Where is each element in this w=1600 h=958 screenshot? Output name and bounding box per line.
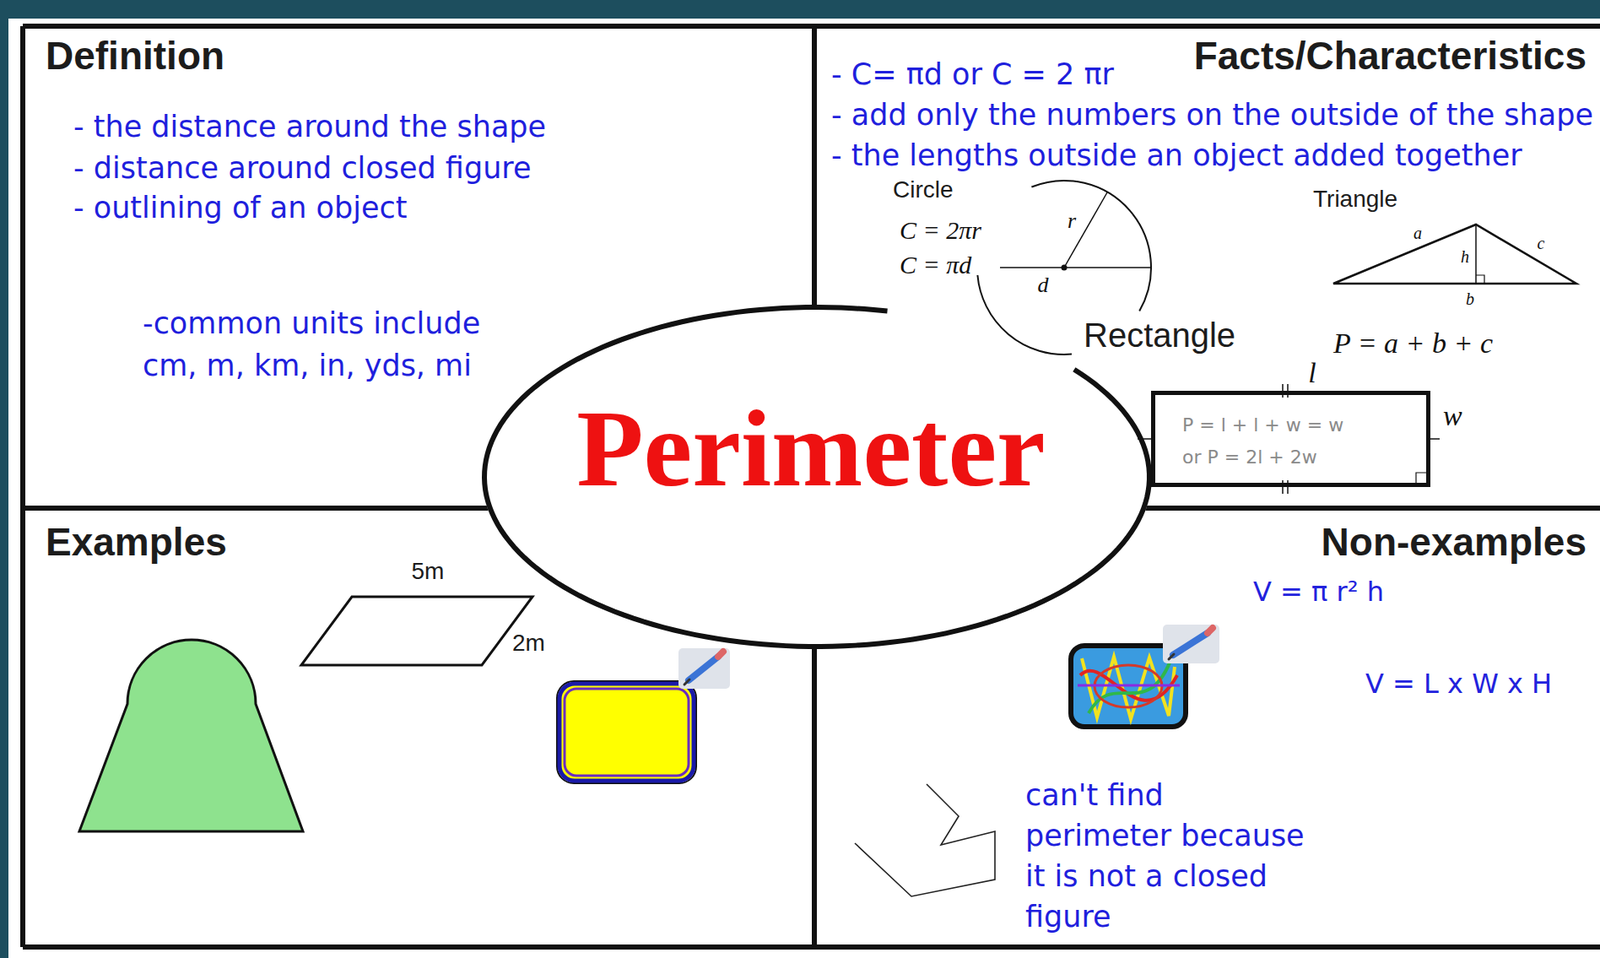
definition-text: - the distance around the shape [73, 108, 546, 147]
pencil-icon-ground [678, 648, 730, 689]
dimension-label: h [1460, 246, 1470, 267]
pencil-tip [1168, 654, 1174, 660]
ellipse-outline-path [484, 307, 1150, 647]
scribble [1088, 654, 1173, 714]
pencil-icon [678, 648, 730, 689]
circle-arc [1031, 180, 1152, 312]
center-ellipse: Perimeter [481, 304, 1152, 649]
diameter-line [1000, 266, 1152, 269]
dimension-label: l [1308, 356, 1316, 391]
dimension-label: c [1537, 232, 1546, 254]
right-angle-mark [1475, 275, 1485, 284]
pencil-body [688, 656, 719, 681]
frame-line [20, 26, 26, 947]
scribbled-square [1070, 645, 1186, 727]
center-dot [1061, 264, 1068, 271]
formula-text: P = l + l + w = w [1182, 414, 1344, 437]
fact-text: - the lengths outside an object added to… [831, 136, 1523, 176]
pencil-eraser [1207, 627, 1213, 633]
triangle-shape [1333, 224, 1577, 284]
dimension-label: d [1037, 271, 1049, 298]
right-angle-mark [1416, 472, 1427, 483]
figure-name: Circle [892, 175, 954, 205]
scribble [1081, 656, 1175, 719]
fact-text: - add only the numbers on the outside of… [831, 96, 1594, 136]
tick-mark [1281, 480, 1284, 494]
center-title: Perimeter [576, 385, 1046, 513]
tick-mark [1286, 480, 1289, 494]
traced-square [556, 681, 697, 784]
pencil-icon [1162, 624, 1220, 664]
parallelogram-shape [301, 596, 533, 665]
formula: C = 2πr [899, 215, 982, 246]
white-panel [8, 18, 1600, 958]
open-figure [854, 783, 995, 897]
units-note: -common units include cm, m, km, in, yds… [142, 302, 514, 387]
traced-square [564, 688, 689, 776]
fact-text: - C= πd or C = 2 πr [831, 55, 1114, 95]
rectangle-figure: P = l + l + w = w or P = 2l + 2w [1151, 390, 1431, 487]
formula: C = πd [899, 249, 972, 281]
quadrant-heading: Definition [45, 32, 225, 80]
frame-line [22, 23, 1600, 29]
volume-formula: V = π r² h [1253, 575, 1384, 608]
dimension-label: b [1465, 288, 1475, 309]
dimension-label: w [1443, 399, 1463, 434]
definition-text: - outlining of an object [73, 189, 407, 228]
pencil-eraser [718, 651, 724, 657]
volume-formula: V = L x W x H [1365, 667, 1552, 700]
frame-line [22, 944, 1600, 950]
definition-text: - distance around closed figure [73, 149, 531, 189]
non-example-note: can't find perimeter because it is not a… [1025, 774, 1313, 937]
formula: P = a + b + c [1333, 326, 1493, 362]
dimension-label: a [1413, 222, 1422, 244]
pencil-icon-ground [1162, 624, 1220, 664]
ellipse-fill [481, 304, 1152, 649]
radius-line [1064, 192, 1108, 268]
dimension-label: 2m [512, 628, 546, 658]
circle-arc [977, 275, 1072, 355]
pencil-tip [684, 679, 690, 685]
quadrant-heading: Examples [45, 518, 228, 566]
pencil-body [1172, 632, 1208, 655]
quadrant-heading: Non-examples [1321, 518, 1587, 566]
traced-square [559, 683, 694, 781]
scribble [1077, 684, 1180, 687]
dimension-label: 5m [411, 556, 445, 586]
formula-text: or P = 2l + 2w [1182, 446, 1318, 469]
dimension-label: r [1067, 207, 1076, 234]
figure-name: Rectangle [1083, 314, 1236, 356]
dome-shape [79, 639, 303, 832]
figure-name: Triangle [1313, 184, 1398, 214]
quadrant-heading: Facts/Characteristics [1194, 32, 1587, 80]
